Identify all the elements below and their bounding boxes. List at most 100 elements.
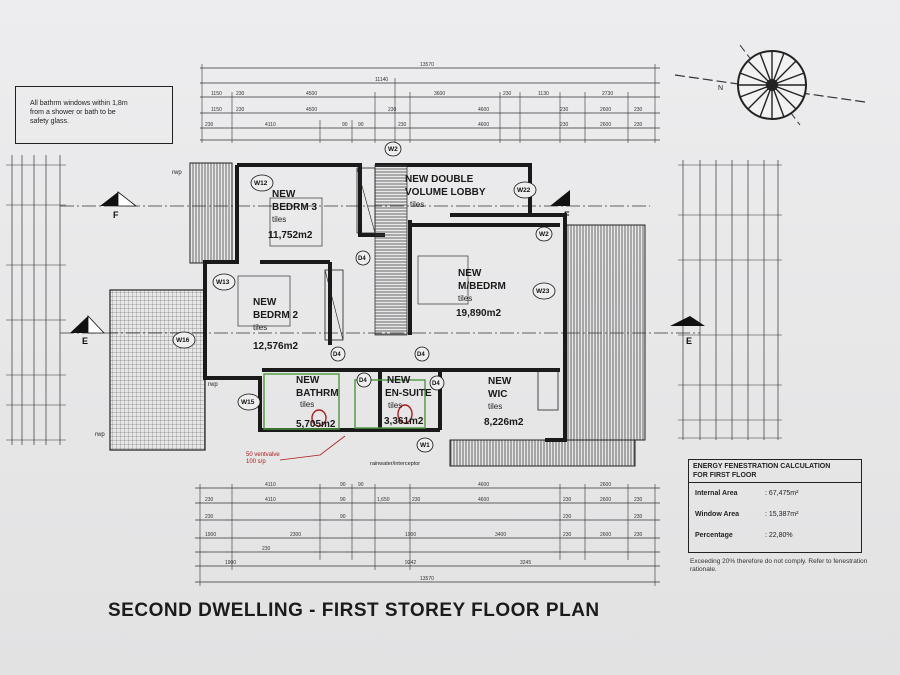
- dim-bot-row4-g: 230: [634, 532, 643, 538]
- master-bed: [417, 255, 469, 305]
- dim-bot-row1-b: 90: [340, 482, 346, 488]
- svg-text:D4: D4: [333, 352, 341, 358]
- left-terrace: [109, 289, 206, 451]
- left-balcony-top: [189, 162, 233, 264]
- bottom-deck: [449, 439, 636, 467]
- lobby-cupboard: [356, 167, 376, 234]
- door-tag-d4: D4: [414, 346, 430, 362]
- dim-top-row3-d: 3600: [434, 91, 445, 97]
- dim-bot-row2-h: 2600: [600, 497, 611, 503]
- room-wic: NEW WIC tiles 8,226m2: [484, 376, 524, 428]
- svg-text:tiles: tiles: [272, 215, 286, 224]
- safety-glass-note: All bathrm windows within 1,8m from a sh…: [15, 86, 173, 144]
- door-tags: D4 D4 D4 D4 D4: [330, 250, 445, 391]
- svg-text:tiles: tiles: [458, 294, 472, 303]
- dim-bot-row2-g: 230: [563, 497, 572, 503]
- window-tags: W12 W22 W2 W13 W23 W16 W15 W1 W2: [172, 141, 556, 453]
- svg-text:tiles: tiles: [488, 402, 502, 411]
- svg-text:W2: W2: [539, 231, 549, 238]
- dim-top-row3-e: 230: [503, 91, 512, 97]
- dim-top-row5-g: 230: [560, 122, 569, 128]
- svg-text:BEDRM 2: BEDRM 2: [253, 310, 298, 321]
- door-tag-d4: D4: [356, 372, 372, 388]
- svg-text:VOLUME LOBBY: VOLUME LOBBY: [405, 187, 486, 198]
- bed2-cupboard: [324, 269, 344, 341]
- dim-bot-row4-c: 1900: [405, 532, 416, 538]
- dim-top-row3-b: 230: [236, 91, 245, 97]
- dim-bot-row3-c: 230: [563, 514, 572, 520]
- room-ensuite: NEW EN-SUITE tiles 3,361m2: [384, 375, 432, 427]
- svg-text:NEW: NEW: [253, 297, 277, 308]
- dim-bot-row1-c: 90: [358, 482, 364, 488]
- svg-text:NEW: NEW: [296, 375, 320, 386]
- rwp-label: rwp: [208, 382, 218, 388]
- dim-bot-row2-e: 230: [412, 497, 421, 503]
- window-tag-w2-right: W2: [535, 226, 553, 242]
- svg-text:D4: D4: [417, 352, 425, 358]
- vent-note-line: 100 s/p: [246, 459, 266, 465]
- drain-note: rainwater/interceptor: [370, 461, 420, 467]
- dim-bot-row3-b: 90: [340, 514, 346, 520]
- window-tag-w2: W2: [384, 141, 402, 157]
- dim-bot-row4-e: 230: [563, 532, 572, 538]
- svg-text:NEW: NEW: [387, 375, 411, 386]
- svg-text:NEW DOUBLE: NEW DOUBLE: [405, 174, 474, 185]
- energy-row: Internal Area : 67,475m²: [689, 483, 861, 504]
- dim-bot-row2-d: 1,650: [377, 497, 390, 503]
- window-tag-w23: W23: [532, 282, 556, 300]
- dim-top-row5-b: 4110: [265, 122, 276, 128]
- energy-header: ENERGY FENESTRATION CALCULATION FOR FIRS…: [689, 460, 861, 483]
- svg-text:8,226m2: 8,226m2: [484, 417, 524, 428]
- energy-row-label: Percentage: [695, 532, 733, 539]
- dim-top-row4-a: 1150: [211, 107, 222, 113]
- energy-row: Window Area : 15,387m²: [689, 504, 861, 525]
- window-tag-w12: W12: [250, 174, 274, 192]
- basin-icon: [311, 409, 327, 427]
- rwp-label: rwp: [172, 170, 182, 176]
- dim-bot-row5-c: 3245: [520, 560, 531, 566]
- svg-text:WIC: WIC: [488, 389, 507, 400]
- svg-text:W2: W2: [388, 146, 398, 153]
- svg-text:tiles: tiles: [388, 401, 402, 410]
- svg-text:NEW: NEW: [458, 268, 482, 279]
- top-dimension-lines: [200, 64, 660, 143]
- dim-top-row4-g: 2600: [600, 107, 611, 113]
- dim-overall-bottom: 13570: [420, 576, 434, 582]
- dim-top-row3-g: 2730: [602, 91, 613, 97]
- svg-text:NEW: NEW: [272, 189, 296, 200]
- dim-top-row3-c: 4500: [306, 91, 317, 97]
- energy-note: Exceeding 20% therefore do not comply. R…: [690, 558, 868, 573]
- dim-bot-row3-a: 230: [205, 514, 214, 520]
- dim-bot-row1-e: 2600: [600, 482, 611, 488]
- dim-top-row4-c: 4500: [306, 107, 317, 113]
- section-label-f-left: F: [113, 210, 119, 220]
- svg-text:NEW: NEW: [488, 376, 512, 387]
- dim-bot-row4-b: 2300: [290, 532, 301, 538]
- svg-text:W1: W1: [420, 442, 430, 449]
- drain-leader: [279, 435, 346, 461]
- bottom-dimension-lines: [195, 484, 660, 586]
- room-bedrm2: NEW BEDRM 2 tiles 12,576m2: [253, 297, 298, 352]
- dim-top-row4-e: 4600: [478, 107, 489, 113]
- dim-bot-row3-d: 230: [634, 514, 643, 520]
- dim-bot-row2-i: 230: [634, 497, 643, 503]
- section-label-e-right: E: [686, 336, 692, 346]
- dim-overall-top: 13570: [420, 62, 434, 68]
- dim-top-row4-d: 230: [388, 107, 397, 113]
- dim-top-row5-a: 230: [205, 122, 214, 128]
- top-dimension-text: 13570 11140 1150 230 4500 3600 230 1130 …: [205, 62, 643, 128]
- window-tag-w22: W22: [513, 181, 537, 199]
- room-bathroom: NEW BATHRM tiles 5,705m2: [296, 375, 339, 430]
- right-deck: [564, 224, 646, 441]
- ensuite-highlight: [354, 379, 426, 429]
- basin-icon: [397, 404, 413, 424]
- rwp-label: rwp: [95, 432, 105, 438]
- bottom-dimension-text: 4110 90 90 4600 2600 230 4110 90 1,650 2…: [205, 482, 643, 582]
- svg-text:W16: W16: [176, 337, 190, 344]
- dim-top-row5-h: 2600: [600, 122, 611, 128]
- dim-bot-row2-a: 230: [205, 497, 214, 503]
- svg-text:BATHRM: BATHRM: [296, 388, 339, 399]
- wic-cupboard: [537, 369, 559, 411]
- energy-row-label: Internal Area: [695, 490, 738, 497]
